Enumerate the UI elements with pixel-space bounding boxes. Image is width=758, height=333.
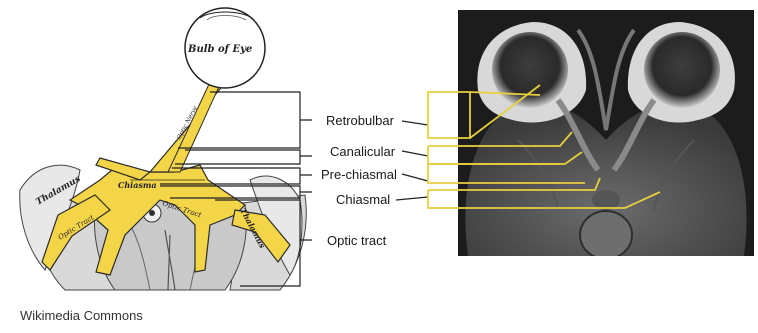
segment-label-optic-tract: Optic tract — [327, 233, 386, 248]
image-credit: Wikimedia Commons — [20, 308, 143, 323]
canalicular-marker — [428, 132, 572, 164]
segment-label-canalicular: Canalicular — [330, 144, 395, 159]
segment-label-chiasmal: Chiasmal — [336, 192, 390, 207]
segment-label-prechiasmal: Pre-chiasmal — [321, 167, 397, 182]
prechiasmal-marker — [428, 152, 585, 183]
retrobulbar-marker — [428, 85, 540, 138]
segment-label-retrobulbar: Retrobulbar — [326, 113, 394, 128]
